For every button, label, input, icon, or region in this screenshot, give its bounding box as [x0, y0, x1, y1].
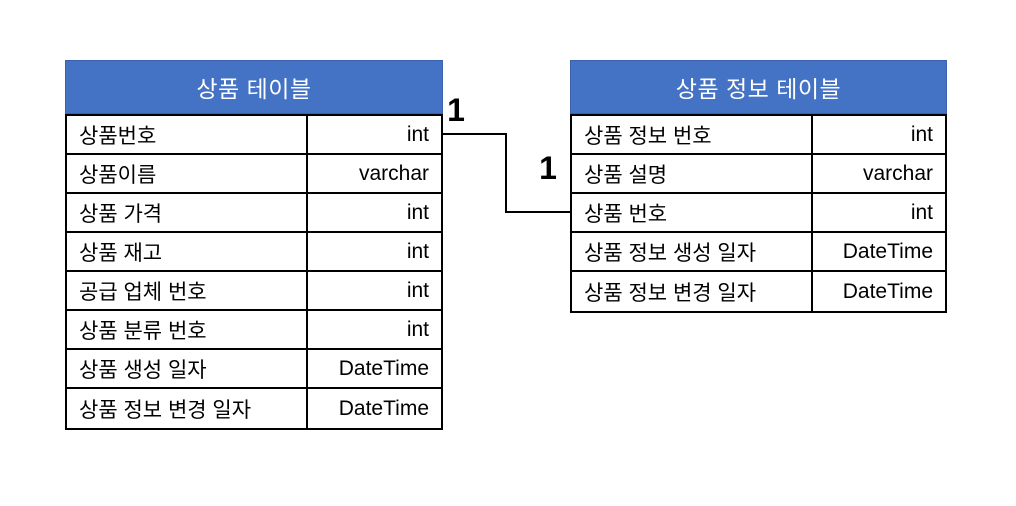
table-row: 상품 분류 번호 int: [67, 311, 441, 350]
table-row: 상품 가격 int: [67, 194, 441, 233]
column-type: int: [910, 200, 933, 224]
column-type: DateTime: [338, 356, 429, 380]
table-product: 상품 테이블 상품번호 int 상품이름 varchar 상품 가격 int 상…: [65, 60, 443, 430]
column-type: int: [406, 239, 429, 263]
table-row: 상품번호 int: [67, 116, 441, 155]
relationship-line-horizontal-right: [505, 211, 570, 213]
relationship-line-horizontal-left: [443, 133, 507, 135]
column-type: varchar: [862, 161, 933, 185]
table-row: 상품 설명 varchar: [572, 155, 945, 194]
column-type: int: [406, 122, 429, 146]
table-row: 상품 생성 일자 DateTime: [67, 350, 441, 389]
table-row: 상품 정보 변경 일자 DateTime: [67, 389, 441, 428]
column-type: DateTime: [338, 396, 429, 420]
cardinality-label-left: 1: [447, 92, 465, 128]
table-row: 상품이름 varchar: [67, 155, 441, 194]
column-name: 상품 분류 번호: [67, 311, 308, 348]
column-name: 공급 업체 번호: [67, 272, 308, 309]
table-product-info-title: 상품 정보 테이블: [570, 60, 947, 114]
table-product-info: 상품 정보 테이블 상품 정보 번호 int 상품 설명 varchar 상품 …: [570, 60, 947, 313]
table-product-title: 상품 테이블: [65, 60, 443, 114]
column-type: varchar: [358, 161, 429, 185]
column-name: 상품 설명: [572, 155, 813, 192]
column-name: 상품 정보 번호: [572, 116, 813, 153]
column-name: 상품 정보 변경 일자: [67, 389, 308, 428]
table-row: 상품 번호 int: [572, 194, 945, 233]
column-name: 상품 정보 생성 일자: [572, 233, 813, 270]
table-product-body: 상품번호 int 상품이름 varchar 상품 가격 int 상품 재고 in…: [65, 114, 443, 430]
table-product-info-body: 상품 정보 번호 int 상품 설명 varchar 상품 번호 int 상품 …: [570, 114, 947, 313]
table-row: 상품 정보 변경 일자 DateTime: [572, 272, 945, 311]
column-name: 상품 생성 일자: [67, 350, 308, 387]
column-name: 상품 번호: [572, 194, 813, 231]
table-row: 상품 정보 번호 int: [572, 116, 945, 155]
column-type: int: [406, 278, 429, 302]
column-type: DateTime: [842, 279, 933, 303]
column-type: int: [406, 317, 429, 341]
column-name: 상품 재고: [67, 233, 308, 270]
column-type: int: [406, 200, 429, 224]
relationship-line-vertical: [505, 133, 507, 213]
column-name: 상품 정보 변경 일자: [572, 272, 813, 311]
column-name: 상품이름: [67, 155, 308, 192]
table-row: 상품 정보 생성 일자 DateTime: [572, 233, 945, 272]
column-name: 상품번호: [67, 116, 308, 153]
column-type: int: [910, 122, 933, 146]
table-row: 공급 업체 번호 int: [67, 272, 441, 311]
column-type: DateTime: [842, 239, 933, 263]
cardinality-label-right: 1: [539, 150, 557, 186]
column-name: 상품 가격: [67, 194, 308, 231]
table-row: 상품 재고 int: [67, 233, 441, 272]
